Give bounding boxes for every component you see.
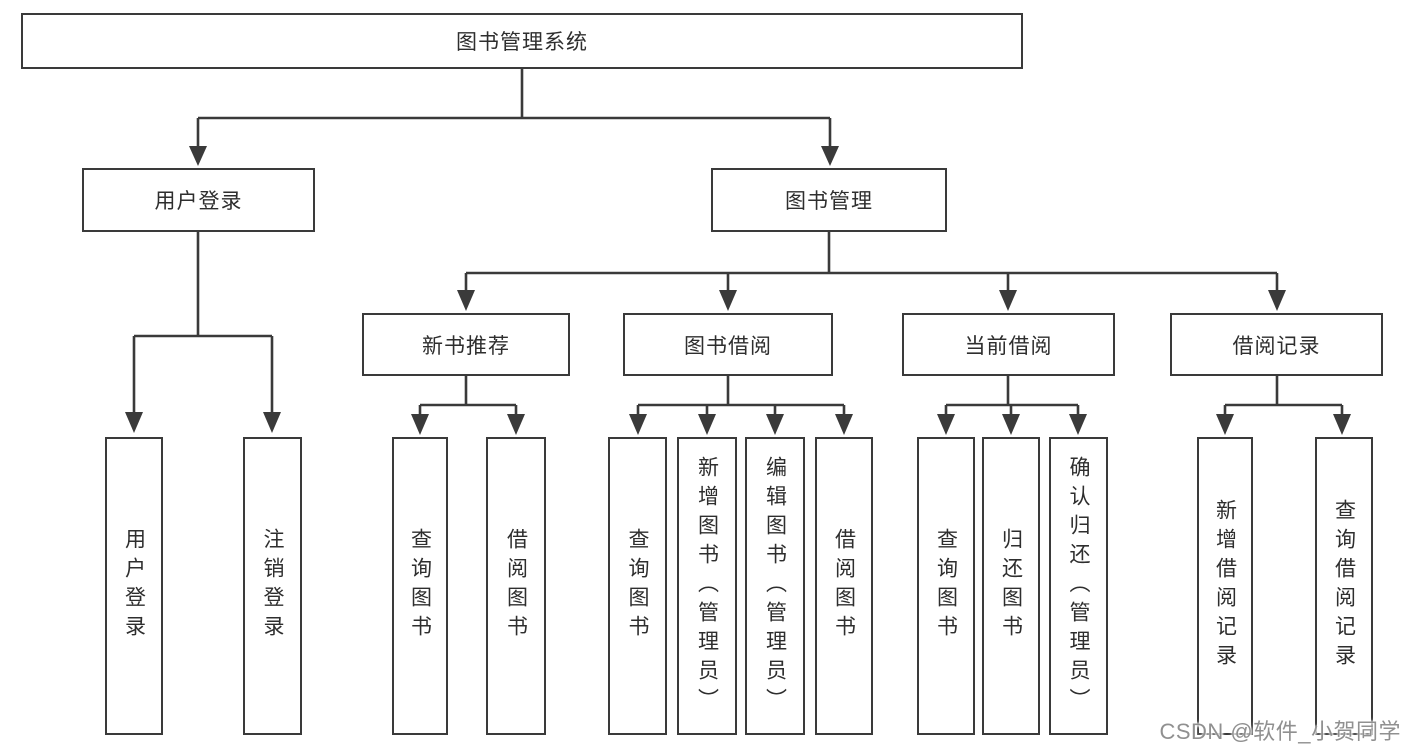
node-new-book-recommend: 新书推荐 [362, 313, 570, 376]
leaf-logout: 注销登录 [243, 437, 302, 735]
leaf-return-books: 归还图书 [982, 437, 1040, 735]
node-user-login: 用户登录 [82, 168, 315, 232]
connector-root-to-level2 [196, 69, 832, 148]
node-book-management: 图书管理 [711, 168, 947, 232]
leaf-query-books-current: 查询图书 [917, 437, 975, 735]
leaf-add-borrow-record: 新增借阅记录 [1197, 437, 1253, 735]
leaf-query-books-recommend: 查询图书 [392, 437, 448, 735]
node-borrow-records: 借阅记录 [1170, 313, 1383, 376]
leaf-query-books-borrow: 查询图书 [608, 437, 667, 735]
leaf-borrow-books-recommend: 借阅图书 [486, 437, 546, 735]
connector-borrow-records-to-leaves [1223, 376, 1344, 416]
node-book-borrow: 图书借阅 [623, 313, 833, 376]
leaf-borrow-books: 借阅图书 [815, 437, 873, 735]
connector-user-login-to-leaves [132, 232, 274, 414]
leaf-add-books-admin: 新增图书（管理员） [677, 437, 737, 735]
csdn-watermark: CSDN @软件_小贺同学 [1159, 719, 1401, 744]
leaf-confirm-return-admin: 确认归还（管理员） [1049, 437, 1108, 735]
node-current-borrow: 当前借阅 [902, 313, 1115, 376]
leaf-user-login: 用户登录 [105, 437, 163, 735]
connector-new-book-recommend-to-leaves [418, 376, 518, 416]
leaf-edit-books-admin: 编辑图书（管理员） [745, 437, 805, 735]
leaf-query-borrow-record: 查询借阅记录 [1315, 437, 1373, 735]
arrowheads [125, 146, 1351, 435]
connector-current-borrow-to-leaves [944, 376, 1080, 416]
connector-book-management-to-level3 [464, 232, 1279, 292]
node-library-management-system: 图书管理系统 [21, 13, 1023, 69]
connector-book-borrow-to-leaves [636, 376, 846, 416]
